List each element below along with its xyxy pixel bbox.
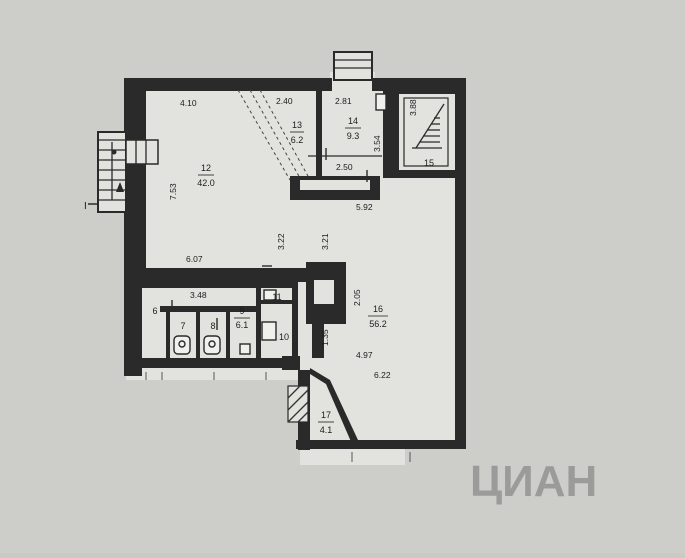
dim-3-21: 3.21 <box>320 233 330 250</box>
hatch-line <box>287 389 309 411</box>
bottom-ticks <box>145 372 411 462</box>
wall-9-10 <box>256 282 261 358</box>
sink-10-icon <box>261 321 277 341</box>
wall-bottom-left <box>124 358 300 368</box>
room-11-number: 11 <box>272 292 281 302</box>
room-12-number: 12 <box>201 163 211 173</box>
dim-1-35: 1.35 <box>320 329 330 346</box>
hatched-shaft <box>287 385 309 423</box>
stair-start-dot-icon <box>111 149 117 155</box>
dim-3-48: 3.48 <box>190 290 207 300</box>
dim-2-40: 2.40 <box>276 96 293 106</box>
toilet-bowl-7 <box>178 340 186 348</box>
room-7-number: 7 <box>180 321 185 331</box>
stair-landing <box>125 139 159 165</box>
watermark: ЦИАН <box>470 457 597 506</box>
sink-9-icon <box>239 343 251 355</box>
toilet-bowl-8 <box>208 340 216 348</box>
room-16-number: 16 <box>373 304 383 314</box>
wall-bath-7-8 <box>196 306 200 358</box>
room-14-area: 9.3 <box>347 131 360 141</box>
wall-10-right <box>292 282 298 358</box>
top-porch <box>333 51 373 81</box>
dashed-line <box>249 89 301 179</box>
stair-15-diagonal <box>415 103 445 149</box>
wall-15-top <box>396 86 456 94</box>
wall-bottom-right <box>296 440 466 449</box>
dashed-line <box>259 89 309 177</box>
room-15-number: 15 <box>424 158 434 168</box>
interior-walls <box>142 86 456 450</box>
dim-6-22: 6.22 <box>374 370 391 380</box>
hatch-line <box>287 401 309 423</box>
wall-left-upper <box>124 78 146 273</box>
wall-top-left <box>124 78 332 91</box>
arrow-down-icon <box>116 182 124 192</box>
dim-2-05: 2.05 <box>352 289 362 306</box>
room-17-area: 4.1 <box>320 425 333 435</box>
room-12-area: 42.0 <box>197 178 215 188</box>
dim-6-07: 6.07 <box>186 254 203 264</box>
room-13-number: 13 <box>292 120 302 130</box>
wall-bath-inner <box>160 306 260 312</box>
wall-13-14 <box>316 88 322 178</box>
dim-4-10: 4.10 <box>180 98 197 108</box>
dim-2-50: 2.50 <box>336 162 353 172</box>
dimension-labels: 4.10 2.40 2.81 3.88 7.53 3.54 2.50 5.92 … <box>168 96 418 380</box>
room-13-area: 6.2 <box>291 135 304 145</box>
hatch-line <box>287 385 301 399</box>
wall-bottom-corner <box>282 356 300 370</box>
dim-7-53: 7.53 <box>168 183 178 200</box>
wall-14-15 <box>383 88 399 178</box>
entrance-marker-label: I <box>84 201 87 212</box>
exterior-walls <box>124 78 466 449</box>
room-9-number: 9 <box>239 306 244 316</box>
wall-11-10 <box>261 300 292 304</box>
sink-11-icon <box>263 289 277 301</box>
sink-14-icon <box>375 93 387 111</box>
dim-5-92: 5.92 <box>356 202 373 212</box>
column-inner <box>314 280 334 304</box>
wall-15-bottom <box>396 170 456 178</box>
room-9-area: 6.1 <box>236 320 249 330</box>
dim-2-81: 2.81 <box>335 96 352 106</box>
wall-17-diagonal <box>310 368 358 444</box>
dim-3-88: 3.88 <box>408 99 418 116</box>
dashed-partitions <box>237 89 309 181</box>
room-10-number: 10 <box>279 332 289 342</box>
wall-corridor <box>312 318 324 358</box>
room-8-number: 8 <box>210 321 215 331</box>
stairs: I <box>84 51 449 423</box>
wall-bath-top <box>142 282 298 288</box>
dim-3-22: 3.22 <box>276 233 286 250</box>
wall-12-lower <box>142 268 328 282</box>
dashed-line <box>237 89 291 181</box>
room-14-number: 14 <box>348 116 358 126</box>
wall-bath-8-9 <box>226 306 230 358</box>
wall-right <box>455 78 466 440</box>
dim-3-54: 3.54 <box>372 135 382 152</box>
niche-under-14 <box>300 180 370 190</box>
fixtures <box>171 93 387 355</box>
hatch-line <box>297 411 309 423</box>
wall-bath-7-left <box>166 306 170 358</box>
dim-4-97: 4.97 <box>356 350 373 360</box>
room-6-number: 6 <box>152 306 157 316</box>
wall-left-lower <box>124 273 142 376</box>
room-16-area: 56.2 <box>369 319 387 329</box>
room-labels: 12 42.0 13 6.2 14 9.3 15 16 56.2 17 4.1 … <box>152 116 434 435</box>
room-17-number: 17 <box>321 410 331 420</box>
